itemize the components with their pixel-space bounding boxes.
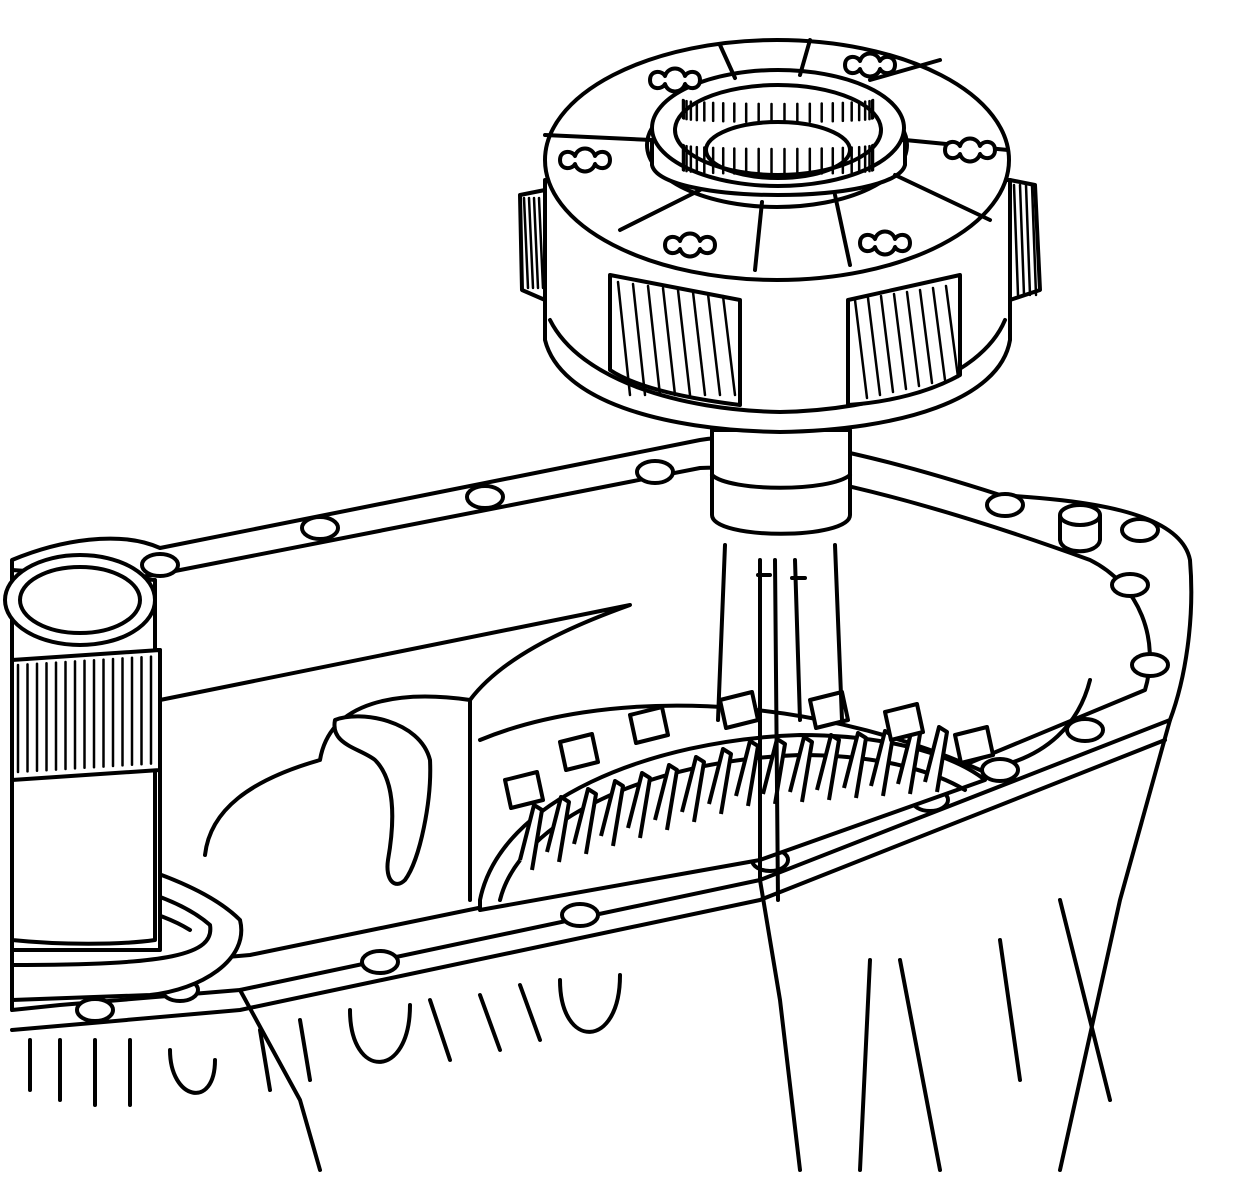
carrier-hub [710, 428, 852, 536]
retainer-clip [858, 229, 912, 257]
carrier-segment-divider [543, 133, 654, 142]
ring-gear-tooth [680, 755, 706, 823]
pinion-tooth [661, 286, 677, 397]
bolt-hole [560, 902, 600, 928]
pinion-tooth [1018, 183, 1026, 297]
ring-gear-tooth [707, 747, 733, 815]
ring-gear-tooth [842, 731, 868, 799]
pinion-tooth [866, 296, 882, 397]
ring-gear [478, 690, 995, 912]
retainer-clip [558, 146, 612, 174]
carrier-segment-divider [868, 58, 942, 82]
ring-gear-lug [503, 770, 545, 810]
pinion-tooth [721, 294, 737, 397]
carrier-segment-divider [618, 188, 702, 232]
pinion-tooth [944, 284, 960, 379]
ring-gear-lug [718, 690, 760, 730]
retainer-clips [558, 51, 997, 259]
ring-gear-tooth [518, 803, 544, 871]
pinion-tooth [527, 196, 535, 290]
retainer-clip [663, 231, 717, 259]
pinion-tooth [532, 196, 540, 290]
shaft-splines [16, 655, 153, 774]
ring-gear-tooth [599, 779, 625, 847]
ring-gear-tooth [815, 733, 841, 801]
carrier-segment-divider [833, 193, 852, 267]
shaft-spline-band [10, 648, 162, 782]
pinion-tooth [522, 196, 530, 290]
bolt-hole [75, 997, 115, 1023]
pinion-teeth [522, 183, 1038, 400]
ring-gear-tooth [788, 735, 814, 803]
ring-gear-lug [558, 732, 600, 772]
pinion-tooth [616, 280, 632, 397]
bolt-hole [300, 515, 340, 541]
ring-gear-lugs [503, 690, 995, 810]
pinion-tooth [853, 298, 869, 400]
pinion-tooth [892, 292, 908, 391]
housing-rib-left [28, 973, 622, 1107]
carrier-segment-divider [798, 38, 812, 77]
ring-gear-tooth [653, 763, 679, 831]
pinion-tooth [646, 284, 662, 397]
bolt-hole [985, 492, 1025, 518]
ring-gear-tooth [572, 787, 598, 855]
pinion-tooth [537, 196, 545, 290]
bolt-hole [1110, 572, 1150, 598]
transfer-case-housing [10, 435, 1194, 1172]
pinion-tooth [918, 288, 934, 385]
pinion-tooth [1024, 183, 1032, 297]
ring-gear-lug [953, 725, 995, 765]
bolt-hole [635, 459, 675, 485]
ring-gear-lug [628, 705, 670, 745]
pinion-tooth [1012, 183, 1020, 297]
pinion-tooth [905, 290, 921, 388]
housing-bottom-line [10, 738, 1167, 1032]
pinion-tooth [691, 290, 707, 397]
pinion-tooth [1030, 183, 1038, 297]
housing-cavity [158, 603, 1092, 902]
bolt-hole [980, 757, 1020, 783]
ring-gear-lug [808, 690, 850, 730]
carrier-segment-divider [718, 43, 737, 80]
bolt-hole [1120, 517, 1160, 543]
ring-gear-tooth [545, 795, 571, 863]
pinion-tooth [631, 282, 647, 397]
oil-trough [332, 714, 433, 886]
ring-gear-tooth [734, 739, 760, 807]
ring-gear-lug [883, 702, 925, 742]
carrier-segment-divider [753, 200, 764, 272]
pinion-tooth [879, 294, 895, 394]
pinion-tooth [931, 286, 947, 382]
bolt-hole [1130, 652, 1170, 678]
pinion-tooth [706, 292, 722, 397]
bolt-hole [1065, 717, 1105, 743]
bolt-hole [360, 949, 400, 975]
hub-splines [681, 98, 875, 176]
carrier-segment-divider [893, 173, 992, 222]
locating-dowel [1058, 503, 1102, 554]
ring-gear-tooth [761, 737, 787, 805]
support-tool [716, 543, 844, 902]
input-shaft [3, 553, 244, 1002]
bolt-hole [465, 484, 505, 510]
housing-lower-body [238, 718, 1172, 1172]
ring-gear-tooth [923, 725, 949, 793]
ring-gear-tooth [626, 771, 652, 839]
retainer-clip [843, 51, 897, 79]
bolt-hole [140, 552, 180, 578]
retainer-clip [648, 66, 702, 94]
planetary-carrier [518, 38, 1042, 536]
retainer-clip [943, 136, 997, 164]
pinion-tooth [676, 288, 692, 397]
